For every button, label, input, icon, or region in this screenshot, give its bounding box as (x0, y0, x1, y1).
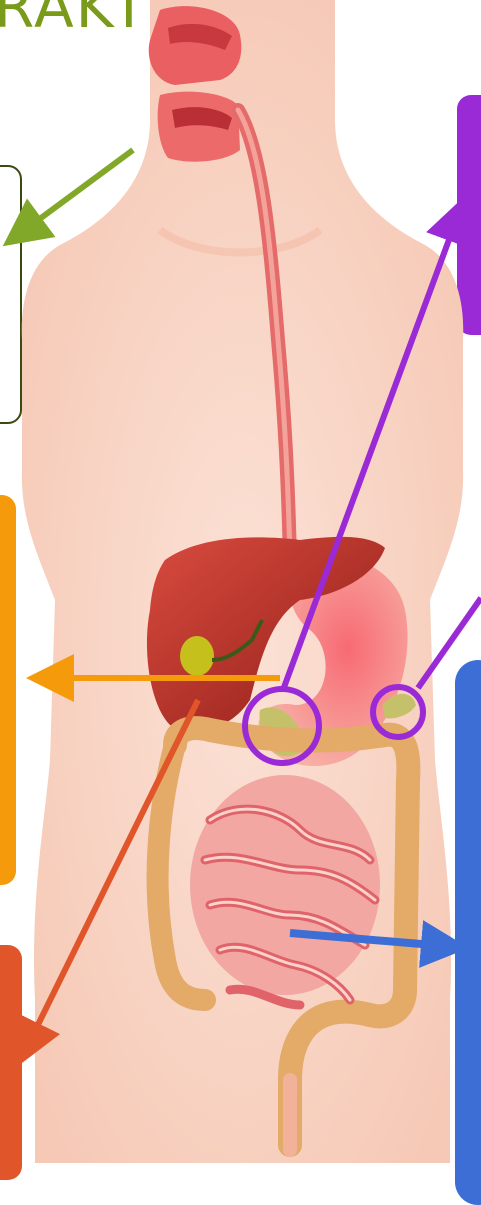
digestive-system-illustration (0, 0, 481, 1163)
gallbladder (180, 636, 214, 676)
